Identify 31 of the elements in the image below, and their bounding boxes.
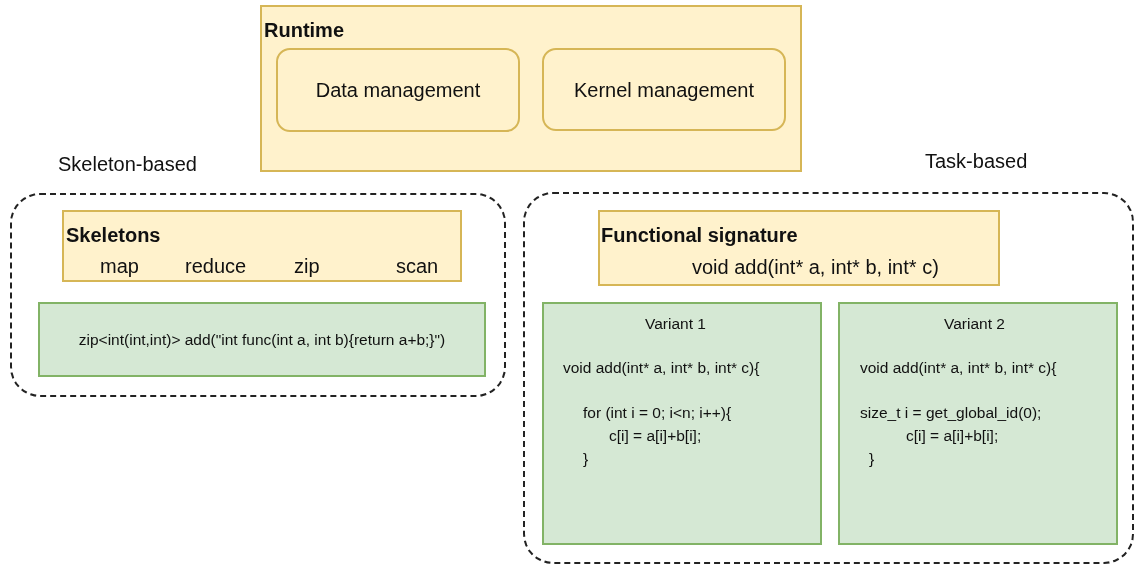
- process-box: [542, 48, 786, 131]
- label: zip: [294, 255, 320, 278]
- code-box: [838, 302, 1118, 545]
- signature-box: [598, 210, 1000, 286]
- code-line: }: [869, 450, 875, 468]
- code-line: size_t i = get_global_id(0);: [860, 404, 1042, 422]
- label: void add(int* a, int* b, int* c): [692, 256, 939, 279]
- label: Variant 2: [944, 315, 1005, 333]
- group-label: Skeleton-based: [58, 153, 197, 176]
- code-line: }: [583, 450, 589, 468]
- group-label: Task-based: [925, 150, 1028, 173]
- heading: Skeletons: [66, 224, 161, 247]
- label: Kernel management: [573, 78, 755, 101]
- label: map: [100, 255, 139, 278]
- label: Data management: [315, 78, 481, 102]
- runtime-box: [260, 5, 802, 172]
- code-line: void add(int* a, int* b, int* c){: [860, 359, 1057, 377]
- process-box: [276, 48, 520, 132]
- code-line: for (int i = 0; i<n; i++){: [583, 404, 732, 422]
- heading: Functional signature: [601, 224, 798, 247]
- code-box: [38, 302, 486, 377]
- label: reduce: [185, 255, 247, 278]
- label: zip<int(int,int)> add("int func(int a, int b){return a+b;}"): [78, 330, 446, 349]
- code-line: void add(int* a, int* b, int* c){: [563, 359, 760, 377]
- label: scan: [396, 255, 439, 278]
- code-line: c[i] = a[i]+b[i];: [609, 427, 702, 445]
- code-line: c[i] = a[i]+b[i];: [906, 427, 999, 445]
- label: Variant 1: [645, 315, 706, 333]
- skeletons-box: [62, 210, 462, 282]
- heading: Runtime: [264, 19, 344, 42]
- code-box: [542, 302, 822, 545]
